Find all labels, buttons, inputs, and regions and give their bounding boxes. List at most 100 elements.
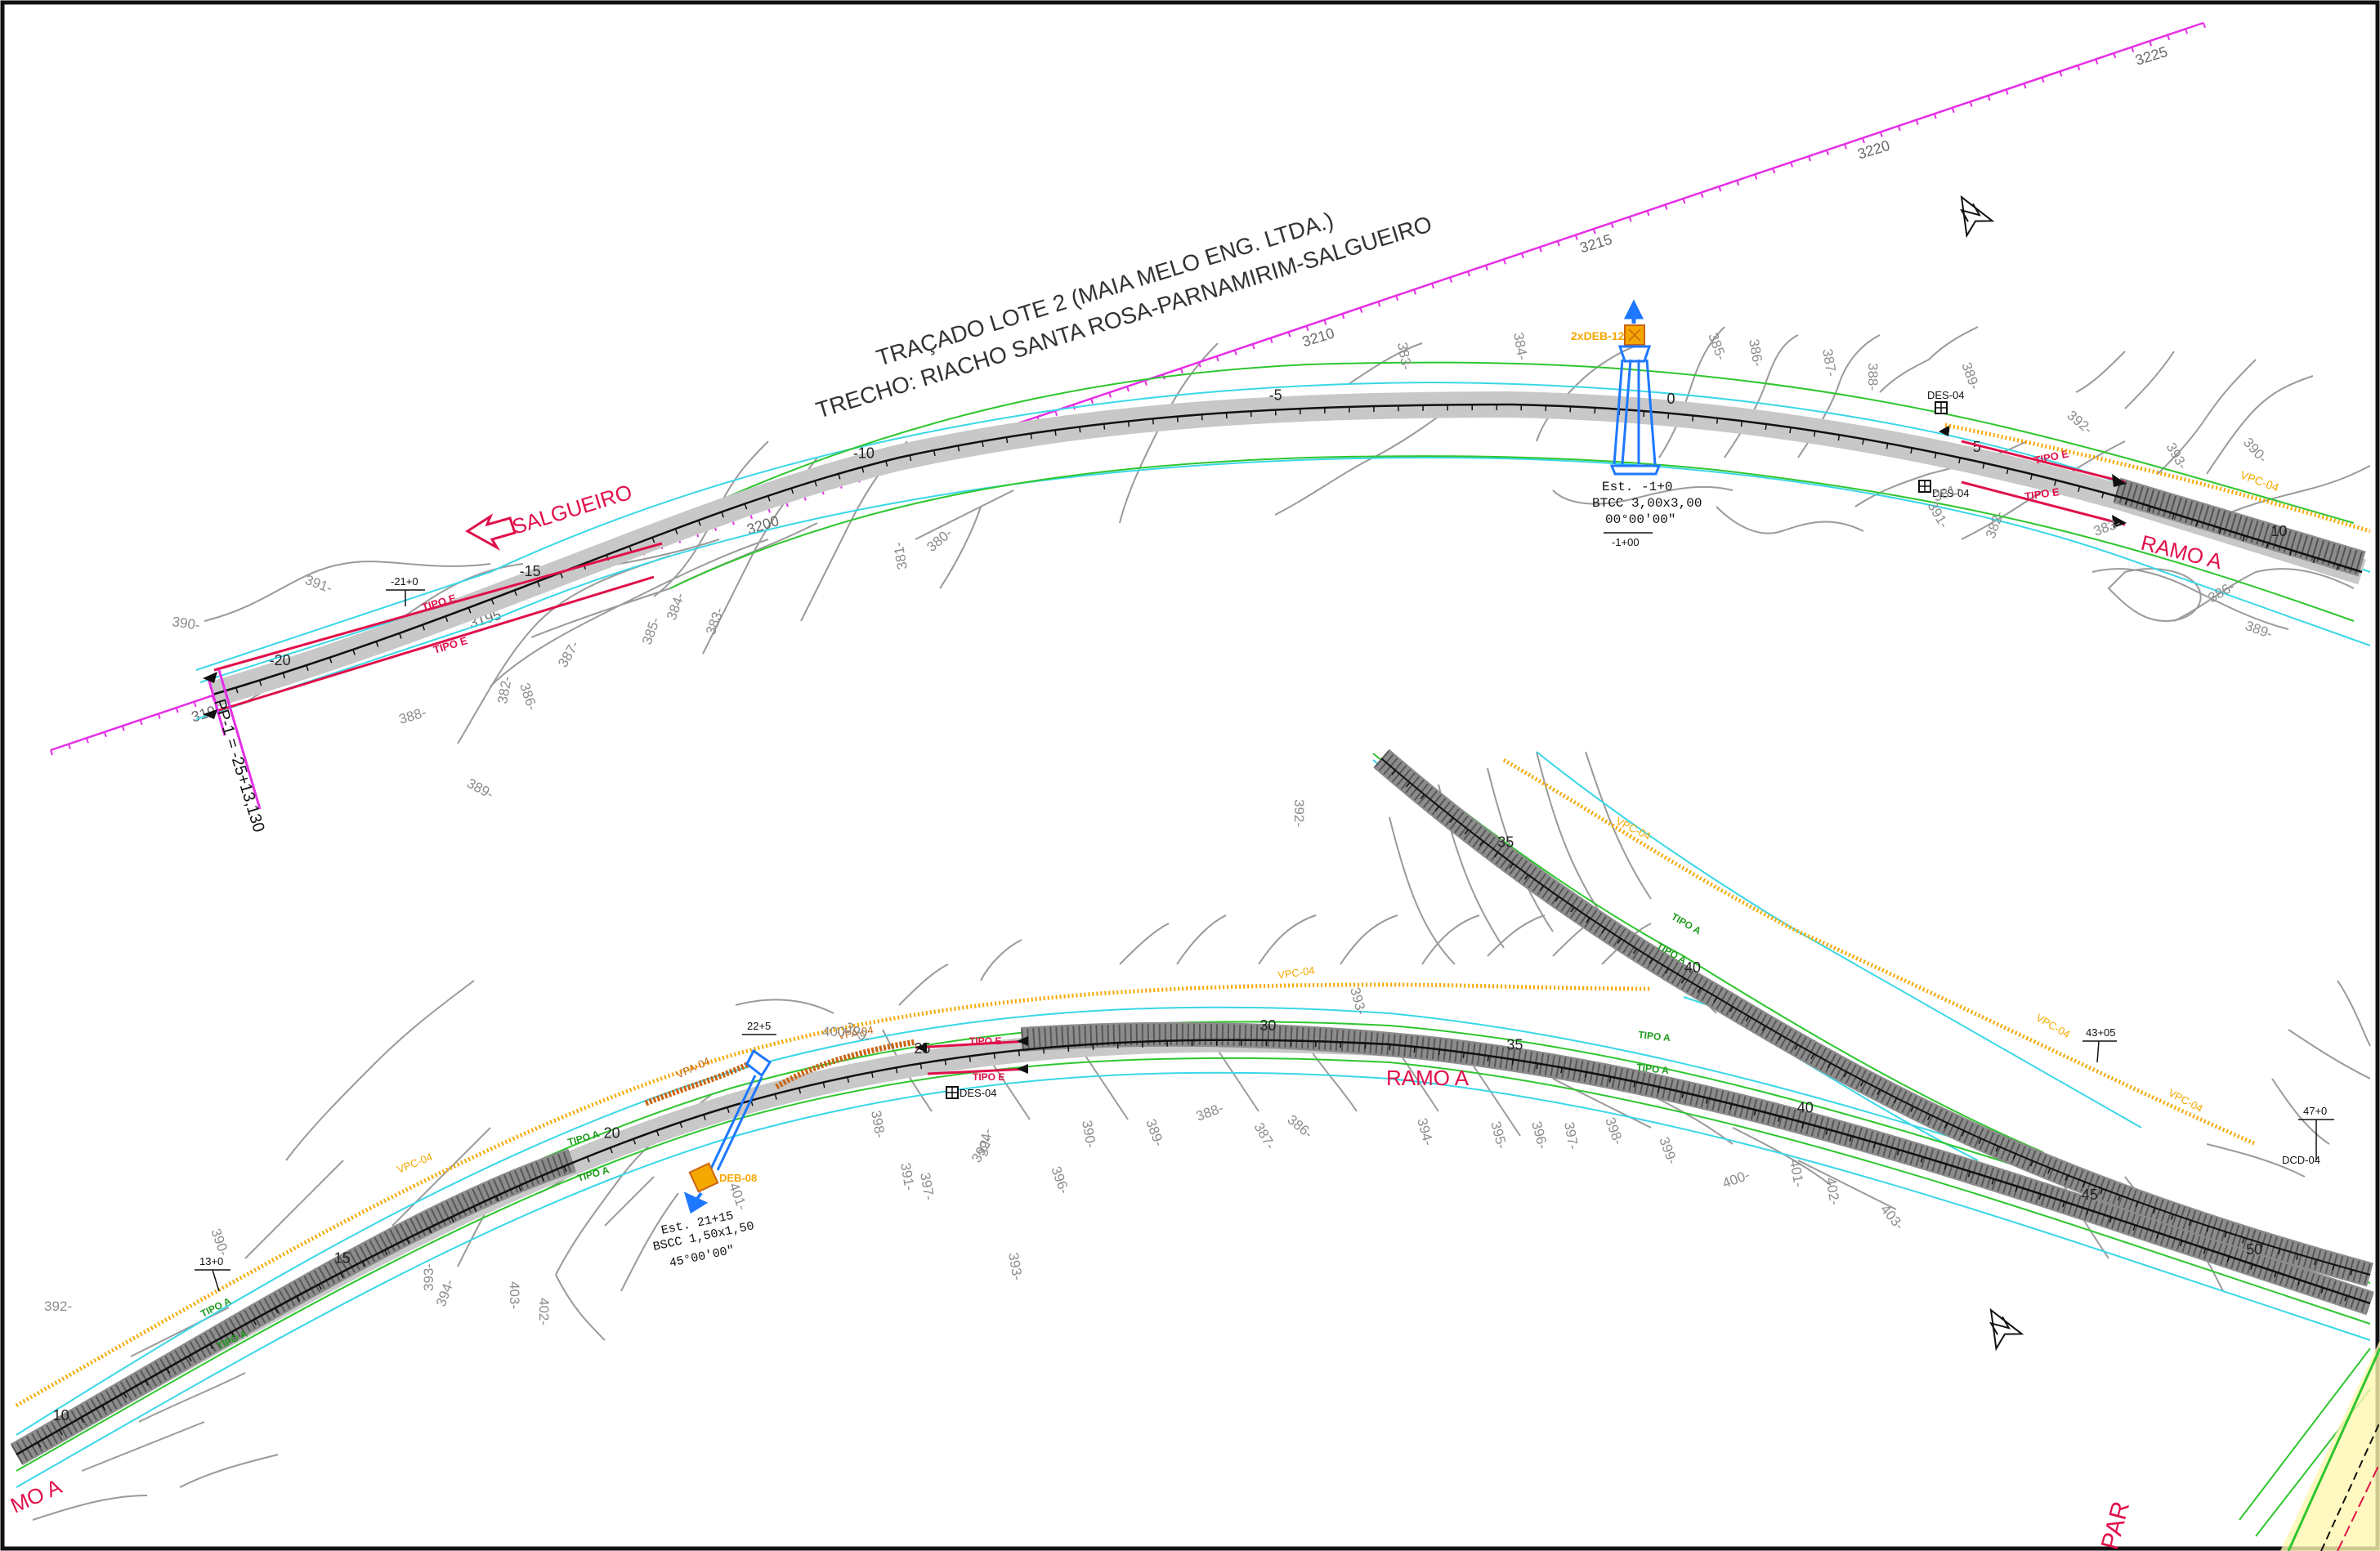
station-label: -20 xyxy=(270,652,291,668)
station-tick xyxy=(187,1356,192,1362)
magenta-tick xyxy=(1197,362,1201,368)
station-tick xyxy=(123,1392,128,1399)
station-tick xyxy=(2012,1153,2016,1160)
station-tick xyxy=(2054,480,2057,486)
station-tick xyxy=(445,615,449,623)
station-tick xyxy=(2101,492,2105,498)
section-marker: 43+05 xyxy=(2082,1026,2117,1063)
arrow-marker xyxy=(1017,1036,1028,1046)
station-tick xyxy=(1570,906,1575,913)
station-tick xyxy=(2082,1182,2086,1188)
magenta-tick xyxy=(1215,355,1219,362)
station-tick xyxy=(1539,885,1544,892)
magenta-tick xyxy=(1359,307,1363,313)
station-tick xyxy=(2153,1208,2156,1214)
station-tick xyxy=(1827,1062,1832,1069)
station-tick xyxy=(1825,1129,1828,1135)
section-marker: 13+0 xyxy=(195,1255,230,1292)
des-label: DES-04 xyxy=(960,1087,997,1099)
station-tick xyxy=(490,598,494,605)
magenta-tick xyxy=(103,731,107,738)
magenta-tick xyxy=(1179,368,1183,374)
station-tick xyxy=(1176,416,1179,422)
magenta-tick xyxy=(50,749,53,756)
station-tick xyxy=(2172,513,2175,520)
magenta-tick xyxy=(2203,22,2206,29)
station-tick xyxy=(296,1295,301,1302)
station-label: 50 xyxy=(2246,1241,2262,1258)
arrow-marker xyxy=(2112,515,2127,528)
magenta-tick xyxy=(1736,180,1740,186)
station-tick xyxy=(560,572,564,579)
station-label: 0 xyxy=(1667,391,1675,407)
magenta-tick xyxy=(68,744,71,749)
station-tick xyxy=(1716,418,1719,424)
station-label: 15 xyxy=(334,1250,351,1267)
station-tick xyxy=(230,1331,235,1338)
des-label: DES-04 xyxy=(1932,487,1970,499)
station-tick xyxy=(1765,423,1767,430)
magenta-tick xyxy=(193,701,197,707)
station-tick xyxy=(274,1307,279,1314)
station-tick xyxy=(2188,1220,2192,1227)
station-tick xyxy=(1586,917,1590,923)
magenta-tick xyxy=(2005,89,2009,95)
station-tick xyxy=(944,1059,947,1066)
station-tick xyxy=(80,1417,85,1424)
contour-label: 402- xyxy=(536,1298,552,1325)
station-tick xyxy=(1054,430,1057,436)
section-label: 13+0 xyxy=(199,1255,223,1267)
station-tick xyxy=(1665,968,1669,974)
station-tick xyxy=(1511,1059,1514,1066)
station-tick xyxy=(1801,1122,1805,1129)
magenta-tick xyxy=(1574,235,1578,240)
station-tick xyxy=(2109,1217,2113,1223)
magenta-tick xyxy=(1395,295,1399,302)
station-tick xyxy=(1910,447,1913,454)
section-marker: 47+0 xyxy=(2298,1105,2334,1160)
station-tick xyxy=(2332,1264,2335,1271)
station-tick xyxy=(375,641,379,647)
station-tick xyxy=(1982,463,1985,469)
station-tick xyxy=(513,590,517,597)
station-tick xyxy=(101,1405,106,1411)
arrow-marker xyxy=(915,1043,927,1053)
station-tick xyxy=(1961,1130,1965,1137)
magenta-tick xyxy=(1520,253,1524,259)
vpc-label: VPC-04 xyxy=(1277,964,1315,981)
station-tick xyxy=(919,1063,923,1070)
magenta-tick xyxy=(1844,144,1847,150)
magenta-tick xyxy=(1646,210,1650,217)
station-tick xyxy=(145,1380,149,1386)
magenta-tick xyxy=(1826,150,1829,156)
station-tick xyxy=(744,503,748,510)
station-tick xyxy=(537,581,540,588)
station-label: 35 xyxy=(1506,1036,1523,1053)
magenta-tick xyxy=(1126,386,1130,392)
station-tick xyxy=(383,1249,388,1256)
station-tick xyxy=(774,1093,777,1100)
station-tick xyxy=(697,520,701,526)
station-tick xyxy=(1509,863,1514,869)
station-tick xyxy=(2296,1254,2299,1260)
magenta-tick xyxy=(1233,350,1237,355)
station-tick xyxy=(822,1082,825,1088)
type-label: TIPO E xyxy=(969,1035,1001,1047)
magenta-tick xyxy=(1879,132,1883,137)
station-tick xyxy=(1449,817,1454,824)
magenta-tick xyxy=(2149,40,2153,47)
station-label: -15 xyxy=(520,563,541,579)
magenta-tick xyxy=(1897,125,1901,132)
station-tick xyxy=(1753,1110,1756,1116)
magenta-tick xyxy=(121,726,125,731)
arrow-marker xyxy=(203,709,217,719)
station-tick xyxy=(1633,948,1638,954)
des-label: DES-04 xyxy=(1927,389,1965,401)
culvert-deb08-box xyxy=(688,1162,719,1193)
station-tick xyxy=(2203,1248,2207,1254)
station-tick xyxy=(306,664,309,672)
north-arrow-icon xyxy=(1989,1307,2024,1352)
magenta-tick xyxy=(1108,392,1112,398)
